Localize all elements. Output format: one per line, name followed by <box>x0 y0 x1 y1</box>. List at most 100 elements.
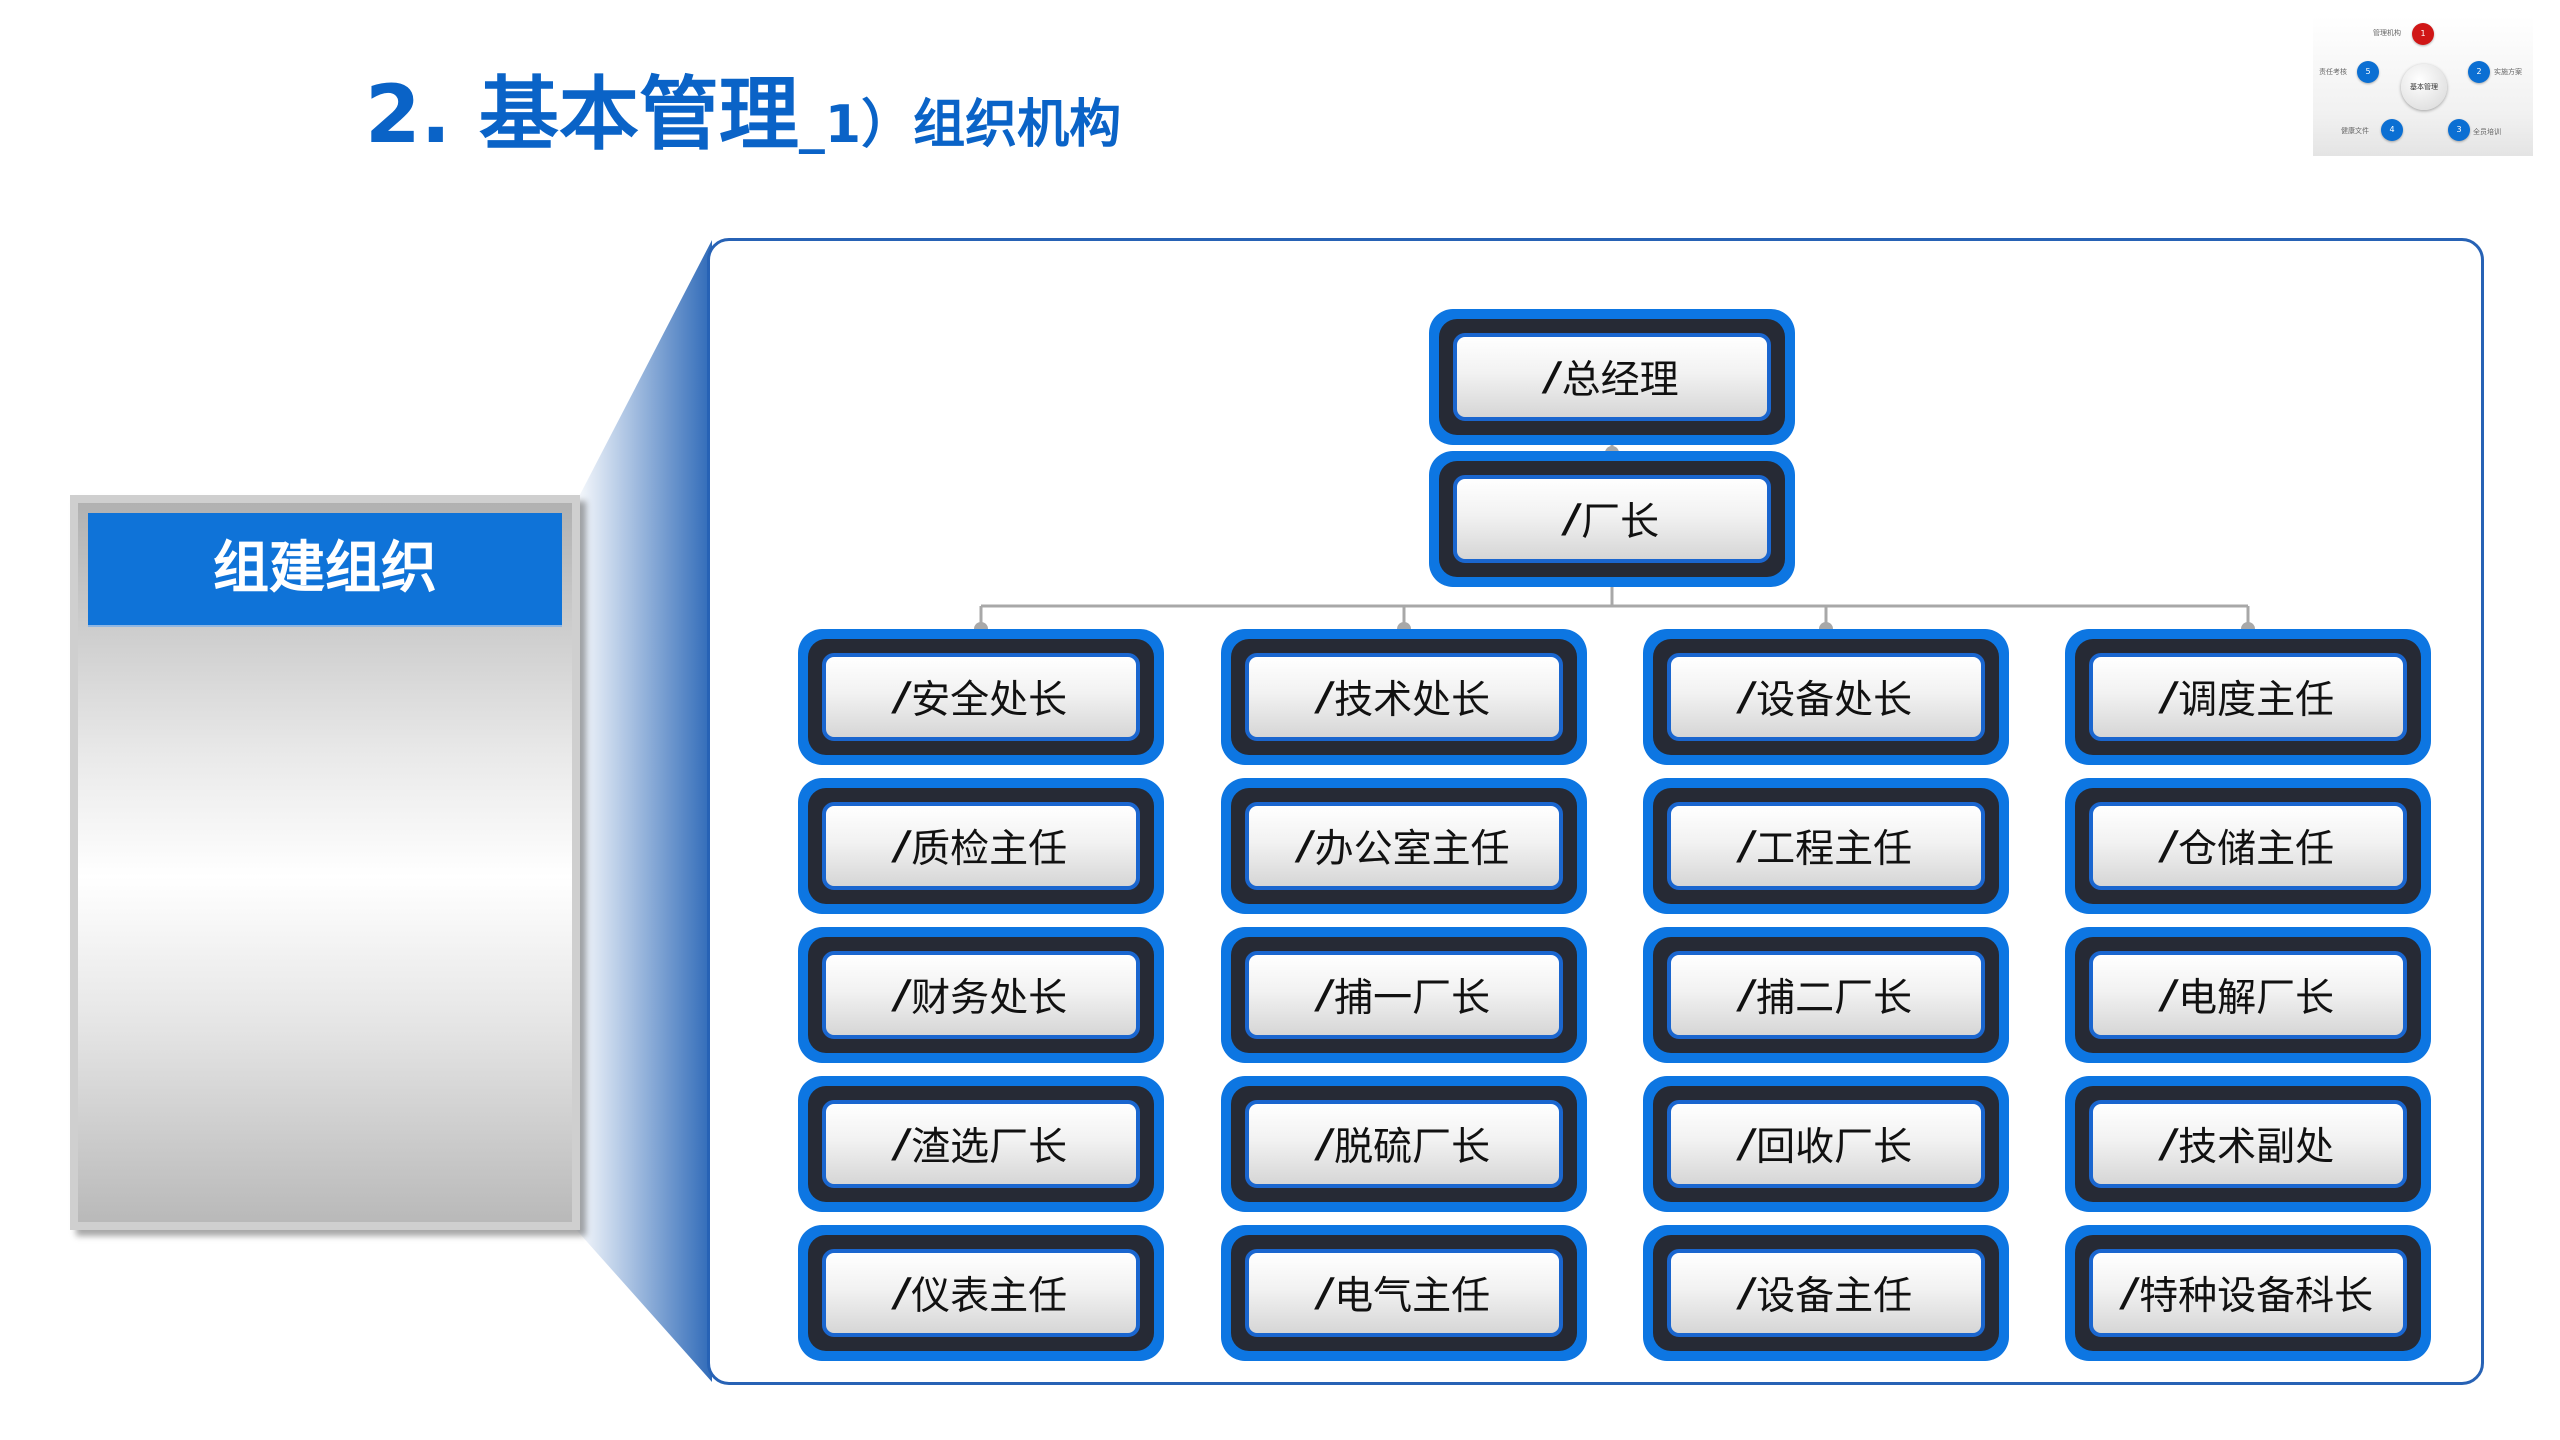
org-node-face: /脱硫厂长 <box>1245 1100 1563 1188</box>
org-node-face: /财务处长 <box>822 951 1140 1039</box>
org-node: /渣选厂长 <box>798 1076 1164 1212</box>
org-node-face: /技术副处 <box>2089 1100 2407 1188</box>
org-node: /电气主任 <box>1221 1225 1587 1361</box>
section-overview-thumbnail: 基本管理 1 管理机构 2 实施方案 3 全员培训 4 健康文件 5 责任考核 <box>2313 16 2533 156</box>
org-node: /质检主任 <box>798 778 1164 914</box>
org-node-slash: / <box>1739 972 1755 1018</box>
node-general-manager-slash: / <box>1545 354 1560 400</box>
org-node-ring: /捕一厂长 <box>1231 937 1577 1053</box>
org-node-title: 特种设备科长 <box>2139 1274 2374 1319</box>
org-node-slash: / <box>1317 1121 1333 1167</box>
thumbnail-step-2-label: 实施方案 <box>2494 68 2522 76</box>
org-node-ring: /财务处长 <box>808 937 1154 1053</box>
thumbnail-step-4-label: 健康文件 <box>2341 127 2369 135</box>
org-node-ring: /回收厂长 <box>1653 1086 1999 1202</box>
org-node-slash: / <box>2161 674 2177 720</box>
org-node-face: /调度主任 <box>2089 653 2407 741</box>
org-node-title: 仪表主任 <box>911 1274 1068 1319</box>
thumbnail-step-1-label: 管理机构 <box>2373 29 2401 37</box>
org-node-slash: / <box>1739 1270 1755 1316</box>
node-general-manager: /总经理 <box>1429 309 1795 445</box>
org-node: /财务处长 <box>798 927 1164 1063</box>
org-node: /设备主任 <box>1643 1225 2009 1361</box>
org-node-ring: /技术处长 <box>1231 639 1577 755</box>
org-node-ring: /调度主任 <box>2075 639 2421 755</box>
org-chart-frame: /总经理/厂长/安全处长/技术处长/设备处长/调度主任/质检主任/办公室主任/工… <box>707 238 2484 1385</box>
org-node-ring: /电解厂长 <box>2075 937 2421 1053</box>
org-node-title: 安全处长 <box>911 678 1068 723</box>
org-node-slash: / <box>1739 1121 1755 1167</box>
org-node-face: /仪表主任 <box>822 1249 1140 1337</box>
org-node-title: 仓储主任 <box>2178 827 2335 872</box>
org-node: /办公室主任 <box>1221 778 1587 914</box>
org-node-ring: /脱硫厂长 <box>1231 1086 1577 1202</box>
org-node: /脱硫厂长 <box>1221 1076 1587 1212</box>
org-node-ring: /技术副处 <box>2075 1086 2421 1202</box>
org-node: /调度主任 <box>2065 629 2431 765</box>
page-title: 2. 基本管理_1）组织机构 <box>365 60 1121 170</box>
org-node: /安全处长 <box>798 629 1164 765</box>
org-node-face: /捕一厂长 <box>1245 951 1563 1039</box>
org-node-title: 办公室主任 <box>1314 827 1510 872</box>
org-node: /仪表主任 <box>798 1225 1164 1361</box>
node-general-manager-ring: /总经理 <box>1439 319 1785 435</box>
node-factory-director-ring: /厂长 <box>1439 461 1785 577</box>
org-node-title: 脱硫厂长 <box>1334 1125 1491 1170</box>
org-node-face: /设备主任 <box>1667 1249 1985 1337</box>
org-node-title: 电解厂长 <box>2178 976 2335 1021</box>
org-node-title: 技术副处 <box>2178 1125 2335 1170</box>
org-node-slash: / <box>894 972 910 1018</box>
org-node-ring: /特种设备科长 <box>2075 1235 2421 1351</box>
org-node-ring: /安全处长 <box>808 639 1154 755</box>
org-node-ring: /工程主任 <box>1653 788 1999 904</box>
thumbnail-hub: 基本管理 <box>2401 64 2447 110</box>
org-node-face: /设备处长 <box>1667 653 1985 741</box>
org-node-slash: / <box>2161 823 2177 869</box>
org-node-face: /电解厂长 <box>2089 951 2407 1039</box>
org-node-title: 电气主任 <box>1334 1274 1491 1319</box>
org-node-title: 技术处长 <box>1334 678 1491 723</box>
thumbnail-step-3: 3 <box>2448 119 2470 141</box>
page-title-main: 2. 基本管理 <box>365 68 799 161</box>
org-node-face: /特种设备科长 <box>2089 1249 2407 1337</box>
org-node-slash: / <box>894 1121 910 1167</box>
org-node-ring: /设备主任 <box>1653 1235 1999 1351</box>
org-node: /回收厂长 <box>1643 1076 2009 1212</box>
org-node-ring: /质检主任 <box>808 788 1154 904</box>
org-node-title: 质检主任 <box>911 827 1068 872</box>
node-general-manager-face: /总经理 <box>1453 333 1771 421</box>
org-node: /特种设备科长 <box>2065 1225 2431 1361</box>
org-node: /设备处长 <box>1643 629 2009 765</box>
node-factory-director-title: 厂长 <box>1581 500 1660 545</box>
org-node-face: /工程主任 <box>1667 802 1985 890</box>
org-node-slash: / <box>2122 1270 2138 1316</box>
org-node-slash: / <box>1739 674 1755 720</box>
org-node-title: 设备主任 <box>1756 1274 1913 1319</box>
org-node-title: 捕一厂长 <box>1334 976 1491 1021</box>
org-node: /电解厂长 <box>2065 927 2431 1063</box>
left-panel-card: 组建组织 <box>70 495 580 1230</box>
org-node-title: 设备处长 <box>1756 678 1913 723</box>
org-node-title: 工程主任 <box>1756 827 1913 872</box>
thumbnail-step-1: 1 <box>2412 23 2434 45</box>
thumbnail-step-2: 2 <box>2468 61 2490 83</box>
org-node-face: /渣选厂长 <box>822 1100 1140 1188</box>
org-node: /捕一厂长 <box>1221 927 1587 1063</box>
org-node-slash: / <box>894 674 910 720</box>
org-node-face: /电气主任 <box>1245 1249 1563 1337</box>
org-node: /工程主任 <box>1643 778 2009 914</box>
org-node: /捕二厂长 <box>1643 927 2009 1063</box>
org-node-face: /办公室主任 <box>1245 802 1563 890</box>
node-general-manager-title: 总经理 <box>1561 358 1679 403</box>
thumbnail-step-4: 4 <box>2381 119 2403 141</box>
org-node-slash: / <box>2161 1121 2177 1167</box>
org-node-ring: /渣选厂长 <box>808 1086 1154 1202</box>
org-node-title: 回收厂长 <box>1756 1125 1913 1170</box>
page-title-sub: _1）组织机构 <box>798 95 1122 155</box>
org-node-face: /回收厂长 <box>1667 1100 1985 1188</box>
thumbnail-step-3-label: 全员培训 <box>2473 128 2501 136</box>
org-node-title: 调度主任 <box>2178 678 2335 723</box>
left-panel-heading: 组建组织 <box>88 513 562 627</box>
org-node-slash: / <box>1739 823 1755 869</box>
